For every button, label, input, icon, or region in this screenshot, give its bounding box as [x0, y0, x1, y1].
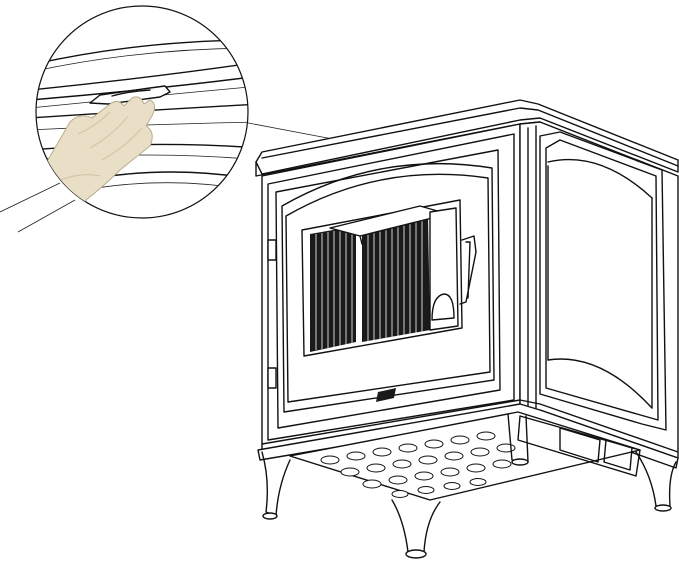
hinge-bottom: [267, 367, 277, 389]
door-handle[interactable]: [459, 235, 477, 305]
stove-body: [255, 99, 679, 559]
magnifier-callout: [0, 5, 339, 233]
callout-leader-line: [242, 121, 339, 141]
brand-badge: [376, 388, 396, 402]
base-grid: [289, 411, 641, 501]
stove-legs: [261, 413, 677, 559]
callout-edge-line: [0, 182, 61, 213]
side-panel: [519, 121, 679, 459]
callout-edge-line-2: [17, 199, 76, 233]
air-inlet-arch: [431, 293, 455, 321]
firebox-bars: [310, 214, 430, 352]
hinge-top: [267, 239, 277, 261]
fire-door: [267, 149, 501, 429]
side-decor-panel: [539, 131, 667, 431]
